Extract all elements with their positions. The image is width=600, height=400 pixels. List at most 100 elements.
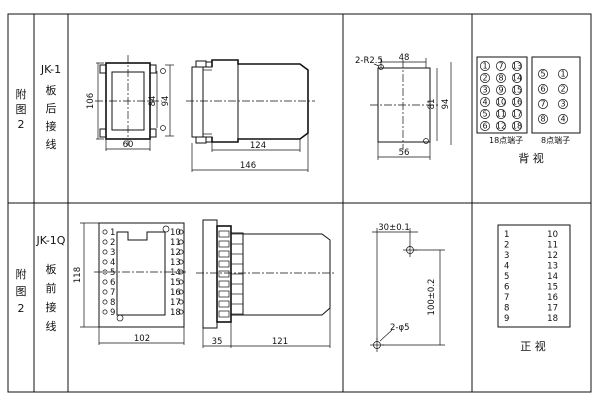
- side-label-char: 图: [16, 285, 27, 298]
- terminal-8-5: 5: [538, 69, 548, 79]
- front-view-number: 12: [547, 251, 558, 261]
- dim-label: 84: [148, 96, 158, 107]
- terminal-number: 6: [482, 122, 487, 131]
- terminal-number: 18: [512, 122, 522, 131]
- terminal-number: 13: [170, 258, 181, 268]
- terminal-number: 2: [482, 74, 487, 83]
- terminal-number: 14: [170, 268, 181, 278]
- terminal-number: 1: [560, 70, 565, 79]
- side-label-char: 附: [16, 87, 27, 101]
- terminal-number: 7: [540, 100, 545, 109]
- wiring-char: 接: [46, 301, 57, 314]
- terminal-number: 1: [482, 62, 487, 71]
- front-view-number: 17: [547, 304, 558, 314]
- terminal-18-17: 17: [512, 109, 522, 119]
- wiring-char: 接: [46, 120, 57, 133]
- terminal-number: 12: [170, 248, 181, 258]
- terminal-number: 9: [498, 86, 503, 95]
- front-terminal-8: 8: [102, 298, 115, 308]
- terminal-number: 3: [560, 100, 565, 109]
- terminal-18-13: 13: [512, 61, 522, 71]
- terminal-18-6: 6: [480, 121, 490, 131]
- view-label: 背 视: [518, 151, 544, 165]
- terminal-number: 11: [496, 110, 506, 119]
- side-terminal: [218, 310, 243, 318]
- front-terminal-14: 14: [170, 268, 184, 278]
- row1-side-view: 124 146: [186, 59, 315, 172]
- front-terminal-10: 10: [170, 228, 184, 238]
- terminal-number: 6: [110, 278, 115, 288]
- terminal-number: 5: [110, 268, 115, 278]
- front-terminal-7: 7: [102, 288, 115, 298]
- terminal-number: 2: [560, 85, 565, 94]
- dim-label: 121: [272, 337, 288, 347]
- terminal-18-4: 4: [480, 97, 490, 107]
- row2-side-label: 附 图 2: [16, 267, 27, 315]
- terminal-number: 14: [512, 74, 522, 83]
- dim-label: 118: [73, 267, 83, 283]
- dim-label: 106: [86, 93, 96, 109]
- dim-label: 81: [427, 99, 437, 110]
- terminal-number: 1: [110, 228, 115, 238]
- caption-18: 18点端子: [489, 135, 523, 145]
- front-view-number: 8: [504, 304, 509, 314]
- terminal-number: 2: [110, 238, 115, 248]
- terminal-number: 12: [496, 122, 506, 131]
- terminal-18-12: 12: [496, 121, 506, 131]
- row1-front-view: 106 84 94 60: [86, 55, 174, 151]
- front-view-number: 1: [504, 230, 509, 240]
- front-view-number: 15: [547, 283, 558, 293]
- dim-label: 60: [123, 140, 134, 150]
- terminal-number: 10: [170, 228, 181, 238]
- terminal-18-18: 18: [512, 121, 522, 131]
- side-terminal: [218, 260, 243, 268]
- dim-label: 48: [399, 53, 410, 63]
- terminal-18-5: 5: [480, 109, 490, 119]
- side-label-char: 2: [18, 302, 25, 315]
- wiring-char: 前: [46, 281, 57, 295]
- terminal-block-8: [531, 56, 581, 134]
- front-terminal-15: 15: [170, 278, 184, 288]
- terminal-8-4: 4: [558, 114, 568, 124]
- row2-wiring-label: 板 前 接 线: [46, 262, 57, 333]
- row2-panel-cutout: 30±0.1 100±0.2 2-φ5: [370, 223, 445, 352]
- front-terminal-4: 4: [102, 258, 115, 268]
- terminal-number: 8: [498, 74, 503, 83]
- terminal-8-8: 8: [538, 114, 548, 124]
- terminal-number: 8: [110, 298, 115, 308]
- terminal-number: 16: [170, 288, 181, 298]
- terminal-18-9: 9: [496, 85, 506, 95]
- terminal-8-3: 3: [558, 99, 568, 109]
- view-label: 正 视: [520, 339, 546, 353]
- terminal-number: 3: [110, 248, 115, 258]
- terminal-18-1: 1: [480, 61, 490, 71]
- terminal-number: 3: [482, 86, 487, 95]
- terminal-number: 5: [540, 70, 545, 79]
- front-view-number: 2: [504, 241, 509, 251]
- row1-panel-cutout: 48 2-R2.5 81 94 56: [355, 53, 452, 160]
- front-terminal-3: 3: [102, 248, 115, 258]
- side-label-char: 附: [16, 267, 27, 281]
- terminal-number: 18: [170, 308, 181, 318]
- terminal-number: 4: [560, 115, 565, 124]
- terminal-number: 9: [110, 308, 115, 318]
- dim-label: 124: [250, 141, 266, 151]
- terminal-number: 17: [170, 298, 181, 308]
- terminal-number: 17: [512, 110, 522, 119]
- side-terminal: [218, 290, 243, 298]
- front-terminal-12: 12: [170, 248, 184, 258]
- terminal-number: 11: [170, 238, 181, 248]
- terminal-number: 13: [512, 62, 522, 71]
- side-label-char: 图: [16, 103, 27, 116]
- dim-label: 100±0.2: [427, 279, 437, 316]
- dim-label: 94: [161, 96, 171, 107]
- terminal-number: 6: [540, 85, 545, 94]
- front-terminal-17: 17: [170, 298, 184, 308]
- wiring-char: 后: [46, 102, 57, 115]
- dim-label: 35: [212, 337, 223, 347]
